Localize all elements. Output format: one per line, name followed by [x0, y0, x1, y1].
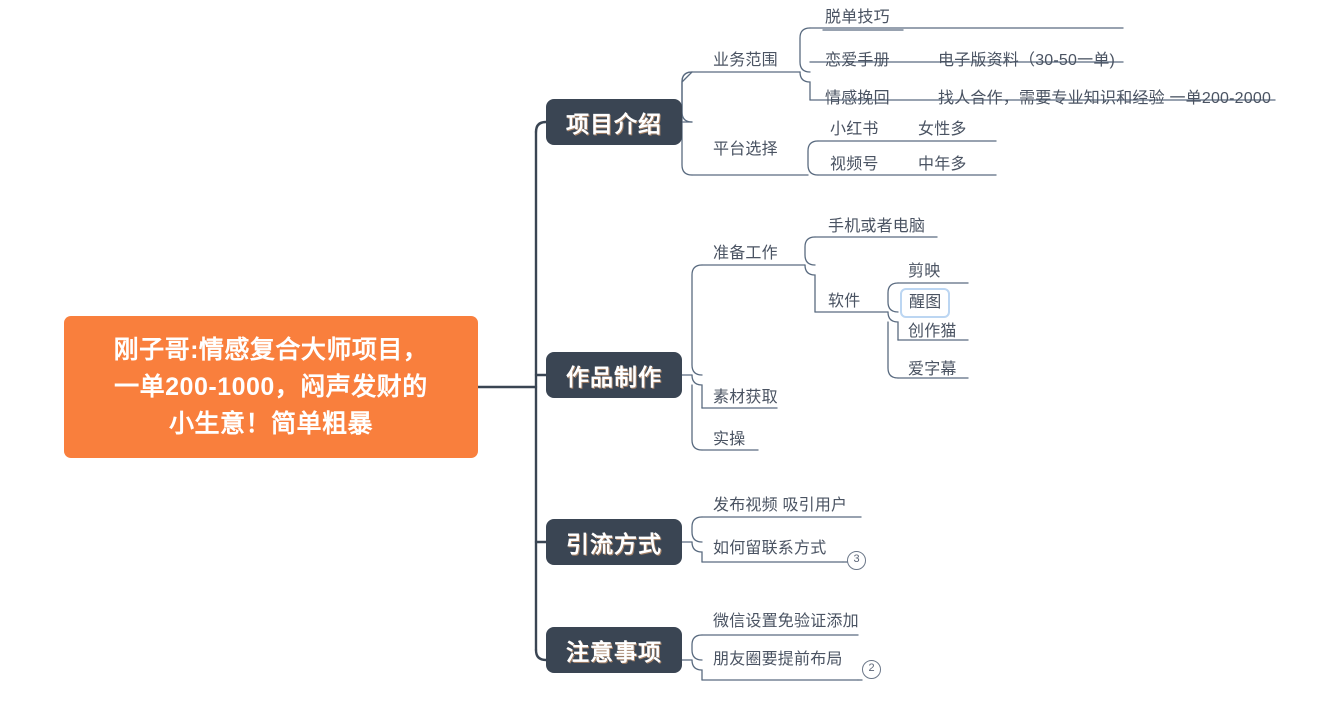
- leaf-love-manual-detail[interactable]: 电子版资料（30-50一单): [938, 52, 1116, 69]
- branch-node-content-production[interactable]: 作品制作: [546, 352, 682, 398]
- leaf-love-manual[interactable]: 恋爱手册: [825, 52, 890, 69]
- leaf-single-tips[interactable]: 脱单技巧: [825, 9, 890, 26]
- leaf-jianying[interactable]: 剪映: [908, 263, 941, 280]
- leaf-phone-or-computer[interactable]: 手机或者电脑: [828, 218, 926, 235]
- root-line-2: 一单200-1000，闷声发财的: [114, 372, 428, 401]
- leaf-software[interactable]: 软件: [828, 293, 861, 310]
- leaf-emotion-recovery[interactable]: 情感挽回: [825, 90, 890, 107]
- leaf-wechat-no-verify[interactable]: 微信设置免验证添加: [713, 613, 859, 630]
- leaf-platform-choice[interactable]: 平台选择: [713, 141, 778, 158]
- leaf-xiaohongshu-detail[interactable]: 女性多: [918, 121, 967, 138]
- root-line-3: 小生意！简单粗暴: [168, 409, 373, 438]
- leaf-xingtu-selected[interactable]: 醒图: [900, 288, 951, 318]
- leaf-shipinhao-detail[interactable]: 中年多: [918, 156, 967, 173]
- leaf-preparation[interactable]: 准备工作: [713, 245, 778, 262]
- branch-node-traffic-method[interactable]: 引流方式: [546, 519, 682, 565]
- leaf-moments-layout[interactable]: 朋友圈要提前布局: [713, 651, 843, 668]
- leaf-practice[interactable]: 实操: [713, 431, 746, 448]
- leaf-xiaohongshu[interactable]: 小红书: [830, 121, 879, 138]
- root-line-1: 刚子哥:情感复合大师项目，: [113, 335, 429, 364]
- collapse-badge-traffic[interactable]: 3: [847, 551, 866, 570]
- leaf-how-to-leave-contact[interactable]: 如何留联系方式: [713, 540, 827, 557]
- leaf-material-acquisition[interactable]: 素材获取: [713, 389, 778, 406]
- leaf-business-scope[interactable]: 业务范围: [713, 52, 778, 69]
- leaf-chuangzuomao[interactable]: 创作猫: [908, 323, 957, 340]
- collapse-badge-precautions[interactable]: 2: [862, 660, 881, 679]
- branch-node-precautions[interactable]: 注意事项: [546, 627, 682, 673]
- leaf-publish-video-attract-users[interactable]: 发布视频 吸引用户: [713, 497, 848, 514]
- branch-node-project-intro[interactable]: 项目介绍: [546, 99, 682, 145]
- leaf-aizimu[interactable]: 爱字幕: [908, 361, 957, 378]
- root-node[interactable]: 刚子哥:情感复合大师项目， 一单200-1000，闷声发财的 小生意！简单粗暴: [64, 316, 478, 458]
- leaf-shipinhao[interactable]: 视频号: [830, 156, 879, 173]
- leaf-emotion-recovery-detail[interactable]: 找人合作，需要专业知识和经验 一单200-2000: [938, 90, 1272, 107]
